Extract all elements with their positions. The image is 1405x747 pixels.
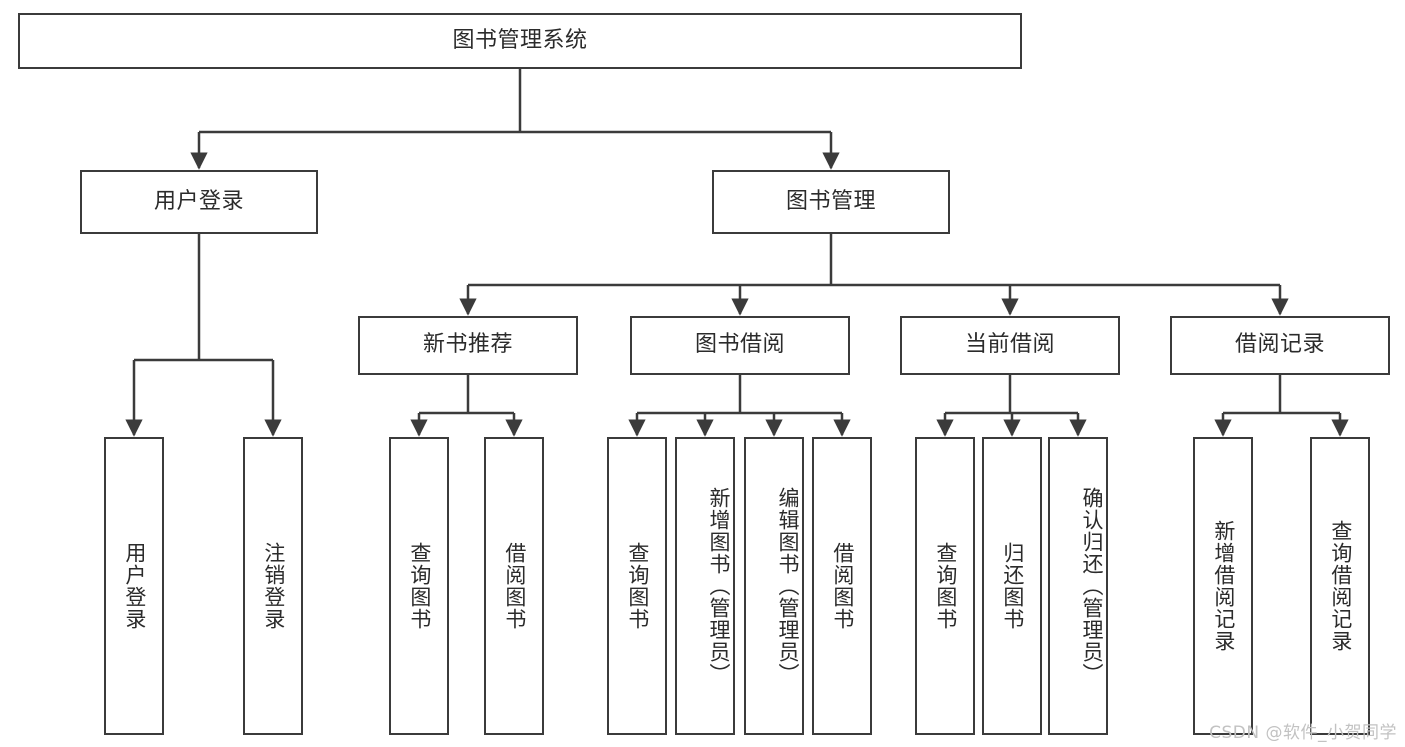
- node-b3[interactable]: 编辑图书（管理员）: [744, 437, 804, 735]
- node-l2[interactable]: 注销登录: [243, 437, 303, 735]
- node-label: 新增借阅记录: [1211, 520, 1236, 652]
- node-c2[interactable]: 归还图书: [982, 437, 1042, 735]
- node-label: 用户登录: [122, 542, 147, 630]
- node-c3[interactable]: 确认归还（管理员）: [1048, 437, 1108, 735]
- node-label: 图书管理系统: [452, 27, 588, 53]
- node-label: 编辑图书（管理员）: [776, 487, 800, 685]
- node-n2[interactable]: 借阅图书: [484, 437, 544, 735]
- node-label: 借阅图书: [502, 542, 527, 630]
- node-current[interactable]: 当前借阅: [900, 316, 1120, 375]
- node-r2[interactable]: 查询借阅记录: [1310, 437, 1370, 735]
- node-label: 查询借阅记录: [1328, 520, 1353, 652]
- node-login[interactable]: 用户登录: [80, 170, 318, 234]
- csdn-watermark: CSDN @软件_小贺同学: [1209, 723, 1397, 743]
- node-n1[interactable]: 查询图书: [389, 437, 449, 735]
- node-c1[interactable]: 查询图书: [915, 437, 975, 735]
- node-label: 用户登录: [153, 188, 244, 214]
- node-label: 图书管理: [785, 188, 876, 214]
- node-bookmgr[interactable]: 图书管理: [712, 170, 950, 234]
- node-label: 新增图书（管理员）: [707, 487, 731, 685]
- node-borrow[interactable]: 图书借阅: [630, 316, 850, 375]
- node-b2[interactable]: 新增图书（管理员）: [675, 437, 735, 735]
- node-records[interactable]: 借阅记录: [1170, 316, 1390, 375]
- node-label: 确认归还（管理员）: [1080, 487, 1104, 685]
- node-label: 查询图书: [933, 542, 958, 630]
- node-label: 新书推荐: [422, 332, 513, 358]
- node-b4[interactable]: 借阅图书: [812, 437, 872, 735]
- node-root[interactable]: 图书管理系统: [18, 13, 1022, 69]
- node-newbook[interactable]: 新书推荐: [358, 316, 578, 375]
- node-label: 图书借阅: [694, 332, 785, 358]
- node-r1[interactable]: 新增借阅记录: [1193, 437, 1253, 735]
- node-label: 归还图书: [1000, 542, 1025, 630]
- node-label: 借阅记录: [1234, 332, 1325, 358]
- node-label: 注销登录: [261, 542, 286, 630]
- node-label: 查询图书: [407, 542, 432, 630]
- node-b1[interactable]: 查询图书: [607, 437, 667, 735]
- node-label: 查询图书: [625, 542, 650, 630]
- node-l1[interactable]: 用户登录: [104, 437, 164, 735]
- node-label: 借阅图书: [830, 542, 855, 630]
- node-label: 当前借阅: [964, 332, 1055, 358]
